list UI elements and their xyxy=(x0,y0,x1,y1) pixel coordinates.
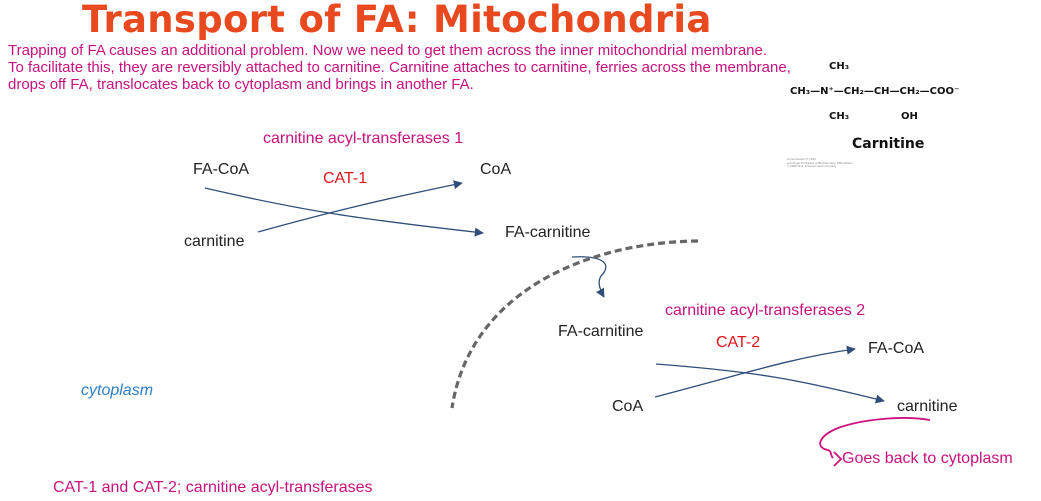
cat2-arrow-coa-to-facoa xyxy=(654,345,856,398)
cat2-input-facarnitine: FA-carnitine xyxy=(558,323,644,340)
cat1-input-carnitine: carnitine xyxy=(184,233,245,250)
caption-line: © 2008 W.H. Freeman and Company xyxy=(787,164,837,168)
structure-top-methyl: CH₃ xyxy=(829,61,850,72)
cat1-enzyme: CAT-1 xyxy=(323,170,368,187)
cat1-arrow-facoa-to-facarnitine xyxy=(204,187,484,237)
goes-back-label: Goes back to cytoplasm xyxy=(842,450,1013,467)
intro-paragraph-2: To facilitate this, they are reversibly … xyxy=(8,59,791,93)
structure-bottom-methyl: CH₃ xyxy=(829,111,850,122)
inner-membrane-line xyxy=(450,239,699,409)
structure-main-chain: CH₃—N⁺—CH₂—CH—CH₂—COO⁻ xyxy=(790,86,960,97)
cat1-output-coa: CoA xyxy=(480,161,512,178)
cat2-output-facoa: FA-CoA xyxy=(868,340,925,357)
cat2-enzyme: CAT-2 xyxy=(716,334,761,351)
slide-title: Transport of FA: Mitochondria xyxy=(82,0,712,41)
cat2-output-carnitine: carnitine xyxy=(897,398,958,415)
cat2-enzyme-label: carnitine acyl-transferases 2 xyxy=(665,302,866,319)
structure-caption: Unnumbered 17 p631 Lehninger Principles … xyxy=(787,157,853,169)
cat1-arrow-carnitine-to-coa xyxy=(257,180,463,233)
intro-text: Trapping of FA causes an additional prob… xyxy=(8,42,798,93)
carnitine-underline-scribble xyxy=(819,417,931,459)
cat2-arrow-facarnitine-to-carnitine xyxy=(655,363,885,404)
structure-name: Carnitine xyxy=(852,136,925,152)
intro-paragraph-1: Trapping of FA causes an additional prob… xyxy=(8,42,768,59)
cytoplasm-label: cytoplasm xyxy=(81,382,154,399)
caption-line: Lehninger Principles of Biochemistry, Fi… xyxy=(787,160,853,165)
cat2-input-coa: CoA xyxy=(612,398,644,415)
cat1-input-facoa: FA-CoA xyxy=(193,161,250,178)
cat1-enzyme-label: carnitine acyl-transferases 1 xyxy=(263,130,464,147)
scribble-arrowhead xyxy=(833,451,843,467)
structure-hydroxyl: OH xyxy=(901,111,918,122)
caption-line: Unnumbered 17 p631 xyxy=(787,157,817,161)
footnote: CAT-1 and CAT-2; carnitine acyl-transfer… xyxy=(53,479,373,496)
cat1-output-facarnitine: FA-carnitine xyxy=(505,224,591,241)
